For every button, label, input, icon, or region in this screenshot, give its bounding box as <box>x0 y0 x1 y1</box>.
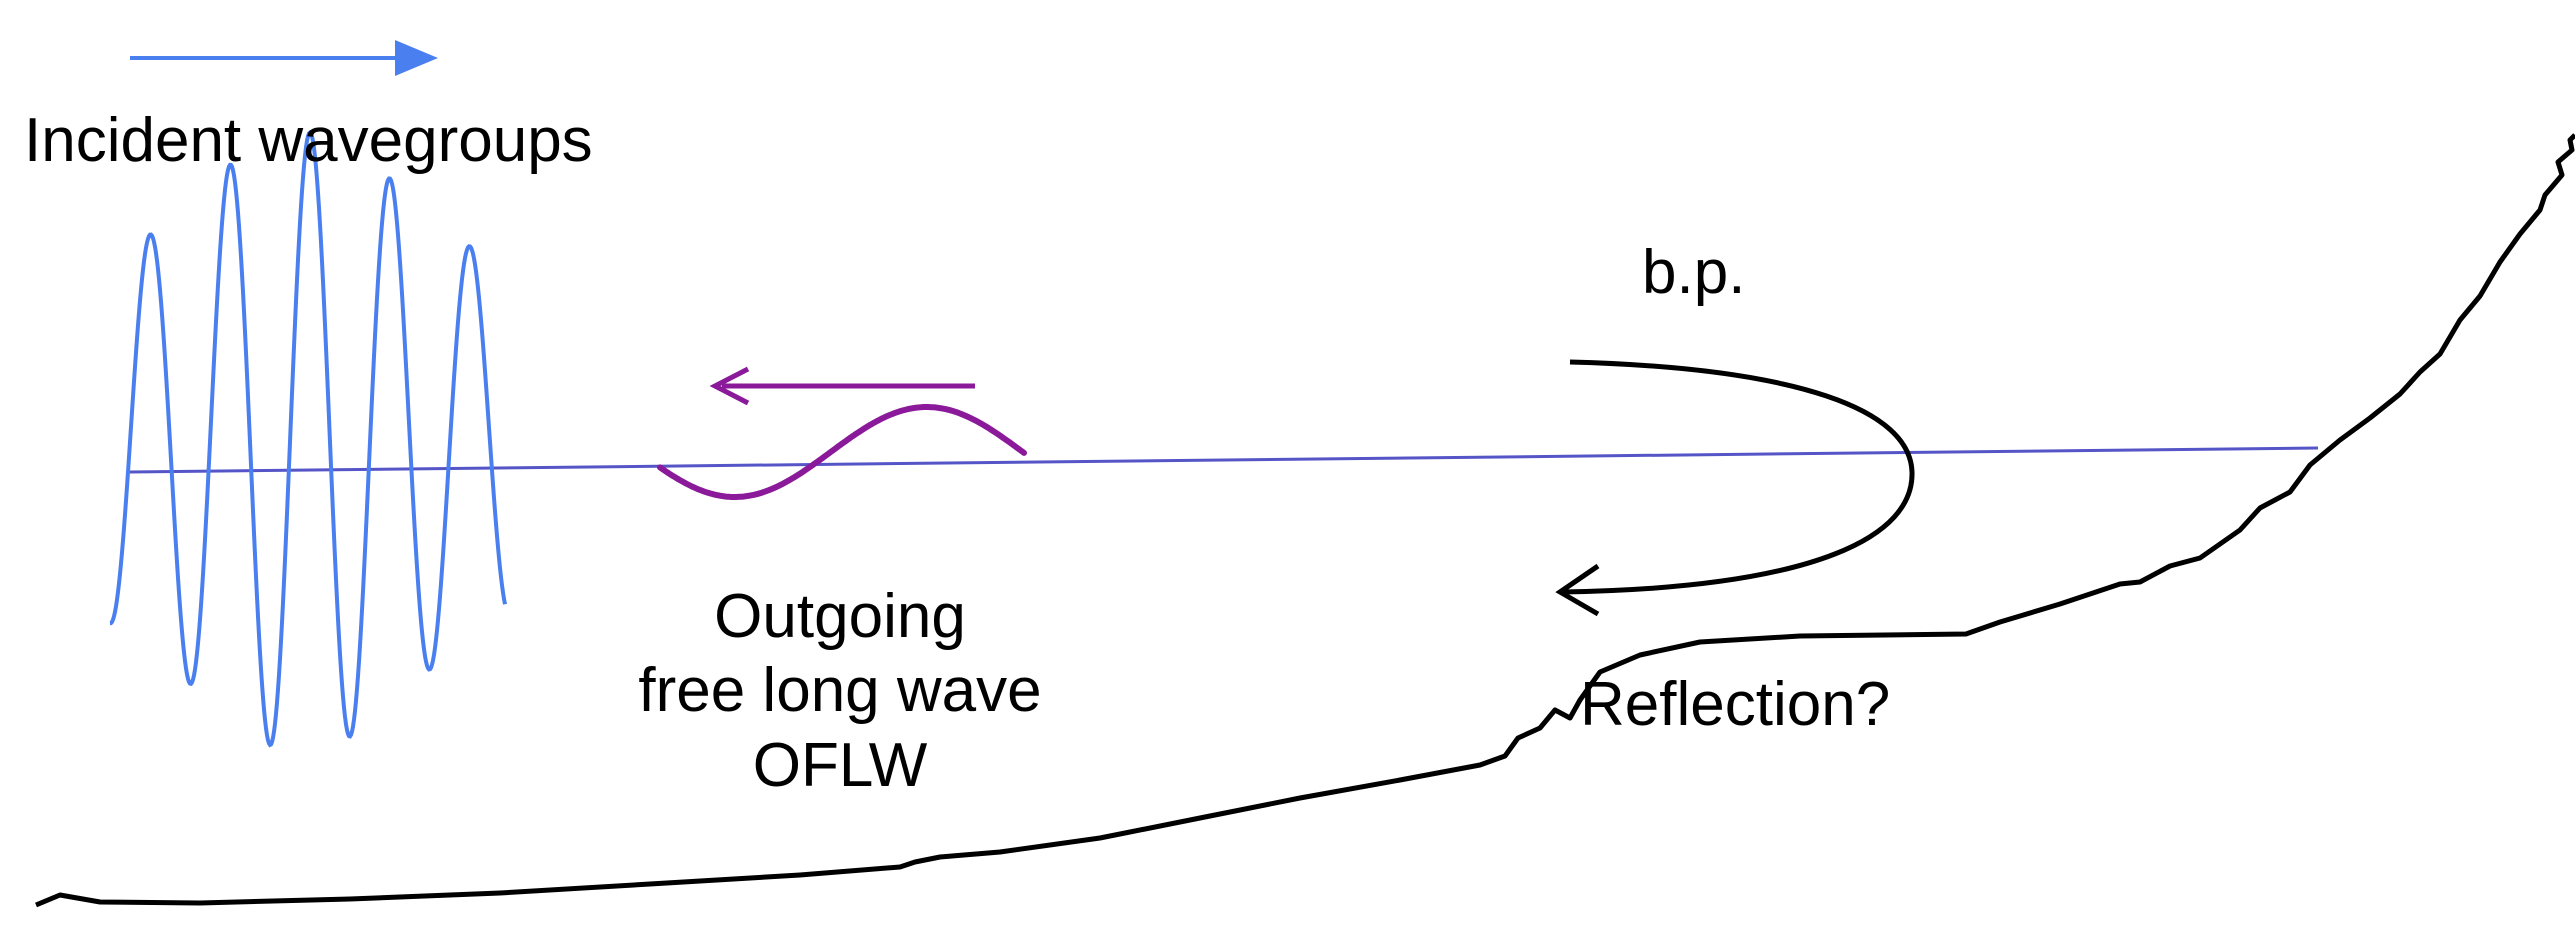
breakpoint-label: b.p. <box>1642 238 1746 307</box>
outgoing-label-line-1: Outgoing <box>714 582 966 651</box>
outgoing-label-line-2: free long wave <box>638 656 1042 726</box>
incident-wavegroup-curve <box>109 129 507 748</box>
reflection-arrow <box>1555 359 1915 617</box>
reflection-label: Reflection? <box>1580 670 1891 739</box>
outgoing-long-wave-label: Outgoing free long wave OFLW <box>560 580 1120 803</box>
outgoing-direction-arrow <box>709 366 975 406</box>
incident-direction-arrow <box>130 40 438 76</box>
bottom-profile-line <box>35 133 2575 908</box>
incident-wavegroups-label: Incident wavegroups <box>24 106 593 175</box>
outgoing-label-line-3: OFLW <box>752 730 928 800</box>
water-level-line <box>129 446 2319 474</box>
outgoing-long-wave-curve <box>657 404 1027 500</box>
